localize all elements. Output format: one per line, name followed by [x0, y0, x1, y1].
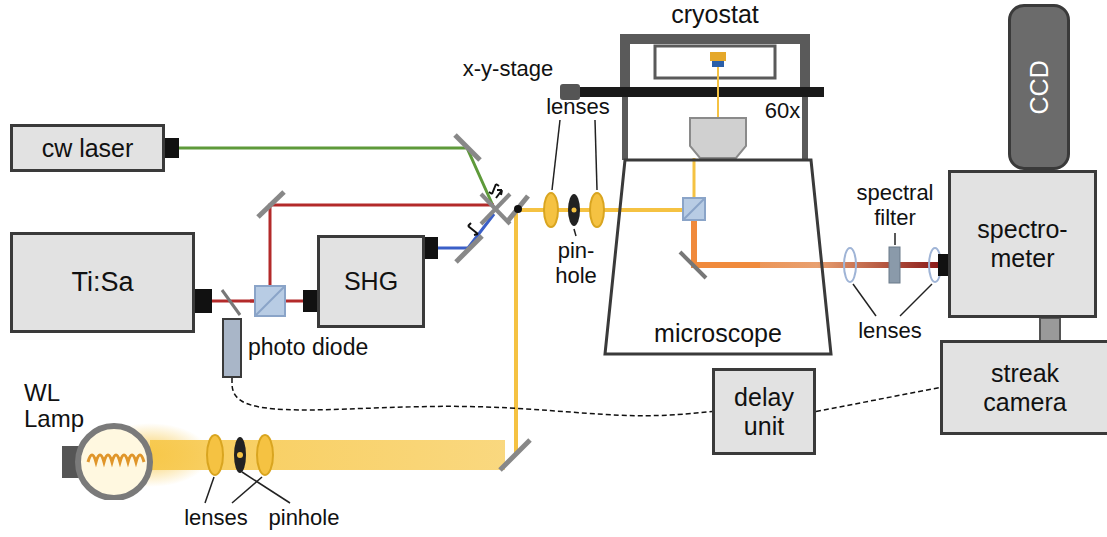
flip-mirror	[481, 194, 510, 224]
mirror	[500, 440, 530, 470]
beam-splitter-face	[255, 286, 285, 316]
node-text: microscope	[603, 319, 833, 348]
shg-input-port	[303, 290, 317, 312]
sample-substrate	[712, 61, 724, 67]
node-text: Ti:Sa	[71, 267, 133, 298]
shg-port	[425, 237, 438, 259]
leader-line	[595, 120, 597, 190]
photo-diode-body	[222, 318, 242, 378]
cryostat-wall	[620, 34, 630, 90]
leader-line	[900, 284, 932, 316]
node-text: photo diode	[248, 334, 368, 360]
part-label: lenses	[540, 94, 616, 119]
photo-diode: photo diode	[222, 318, 382, 378]
tisa-port	[195, 289, 212, 313]
leader-line	[853, 284, 876, 316]
cryostat-wall	[800, 34, 810, 90]
node-text: CCD	[1025, 60, 1054, 114]
leader-line	[574, 229, 576, 236]
beam-to-objective	[693, 158, 696, 198]
spectrometer-box: spectro- meter	[948, 170, 1097, 318]
beam-splitter	[255, 286, 285, 316]
microscope-body: microscope	[603, 158, 833, 356]
pinhole-opening	[237, 452, 243, 458]
node-text: cw laser	[42, 134, 134, 163]
node-text: delay unit	[724, 383, 804, 441]
leader-line	[232, 477, 262, 503]
flip-arrow	[468, 223, 478, 235]
beam-splitter-face	[683, 198, 705, 220]
mirror	[258, 192, 284, 217]
lens	[207, 435, 223, 475]
lens	[544, 193, 558, 227]
lens	[844, 248, 856, 282]
node-text: streak camera	[975, 359, 1075, 417]
x-y-stage-plate	[578, 87, 824, 97]
microscope-post	[622, 97, 628, 160]
lamp-glass	[78, 426, 150, 498]
lens	[590, 193, 604, 227]
node-text: spectro- meter	[968, 215, 1078, 273]
streak-camera-box: streak camera	[940, 340, 1107, 435]
flip-mirror	[507, 196, 528, 222]
microscope-post	[802, 97, 808, 160]
cw-port	[165, 138, 179, 158]
node-text: WL Lamp	[24, 380, 86, 433]
pickoff-mirror	[222, 290, 240, 315]
lens	[257, 435, 273, 475]
beam-to-sample	[717, 67, 719, 118]
part-label: lenses	[852, 318, 928, 343]
part-label: x-y-stage	[452, 56, 564, 81]
mirror	[680, 252, 706, 278]
signal-beam-start	[694, 220, 760, 265]
flip-mirror	[481, 194, 510, 224]
mirror	[455, 135, 480, 160]
node-text: cryostat	[620, 0, 810, 29]
cw-beam	[178, 148, 494, 208]
delay-unit-box: delay unit	[712, 368, 816, 455]
objective-60x	[690, 118, 746, 158]
white-light-beam	[150, 440, 505, 470]
cryostat-window	[655, 46, 775, 78]
pinhole	[568, 194, 580, 226]
mirror	[456, 236, 482, 262]
part-label: spectral filter	[845, 180, 945, 231]
flip-pivot	[514, 205, 522, 213]
shg-box: SHG	[317, 235, 425, 328]
cryostat-label: cryostat	[620, 0, 810, 30]
white-light-lamp: WL Lamp	[22, 380, 172, 500]
trigger-cable	[232, 378, 712, 416]
spectral-filter	[889, 247, 900, 283]
magnification-label: 60x	[760, 98, 805, 123]
spectrometer-streak-coupler	[1040, 318, 1060, 342]
laser-box: Ti:Sa	[10, 232, 195, 333]
pinhole-opening	[572, 208, 577, 213]
trigger-cable	[816, 388, 940, 412]
sample	[710, 52, 726, 61]
leader-line	[205, 477, 214, 503]
node-text: SHG	[344, 267, 398, 296]
flip-arrow	[496, 190, 502, 198]
laser-box: cw laser	[10, 124, 165, 172]
leader-line	[552, 120, 560, 190]
pinhole	[234, 437, 246, 473]
leader-line	[242, 472, 290, 503]
part-label: lenses	[178, 505, 254, 530]
cryostat-top	[620, 34, 810, 44]
part-label: pinhole	[262, 505, 346, 530]
ccd-camera: CCD	[1008, 4, 1070, 170]
beam-splitter	[683, 198, 705, 220]
leader-line	[894, 233, 896, 245]
lamp-filament	[88, 455, 144, 462]
part-label: pin- hole	[548, 238, 604, 289]
